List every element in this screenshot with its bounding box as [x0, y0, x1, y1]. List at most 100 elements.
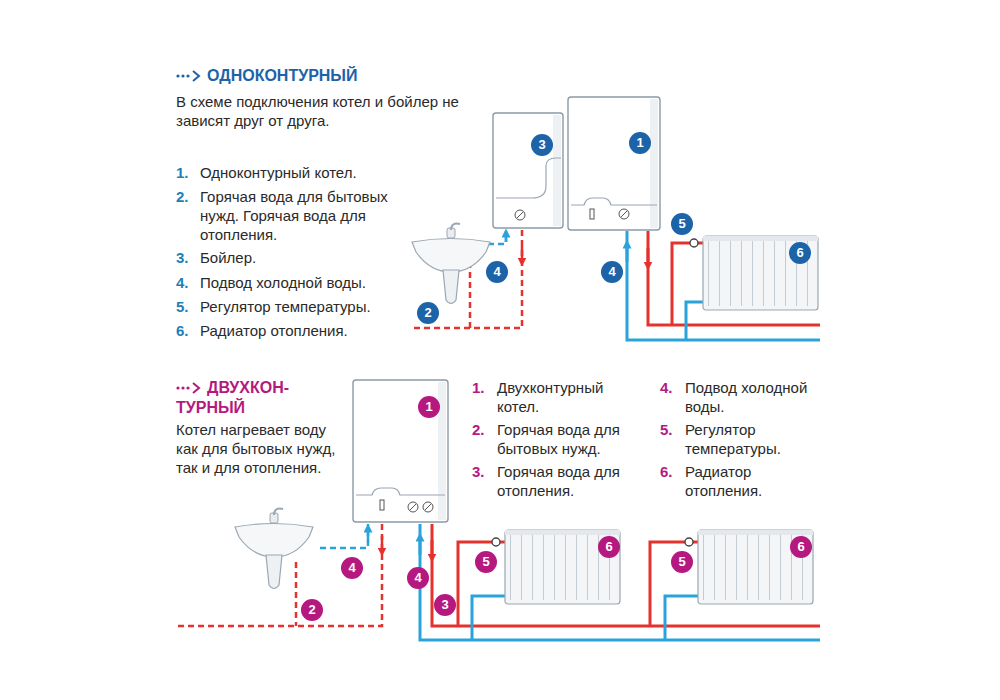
heating-pipe	[420, 524, 820, 640]
list-item: Одноконтурный котел.	[200, 163, 410, 182]
heating-pipe	[458, 542, 505, 626]
list-item: Горячая вода для бытовых нужд. Горячая в…	[200, 187, 410, 244]
list-number: 6.	[176, 321, 200, 340]
callout-number: 4	[341, 557, 363, 579]
flow-arrow	[381, 536, 384, 552]
list-number: 4.	[660, 378, 684, 397]
boiler	[496, 158, 561, 198]
callout-number: 4	[601, 261, 623, 283]
double-circuit-boiler	[380, 500, 384, 510]
list-number: 3.	[176, 248, 200, 267]
heating-pipe	[420, 524, 820, 640]
radiator	[703, 236, 818, 310]
double-circuit-boiler	[356, 488, 445, 495]
heating-pipe	[647, 248, 650, 266]
heating-pipe	[686, 302, 703, 340]
thermostat-valve	[492, 538, 693, 546]
heading-arrow	[176, 74, 179, 77]
heating-pipe	[472, 596, 505, 640]
callout-number: 2	[417, 302, 439, 324]
callout-number: 1	[418, 396, 440, 418]
double-circuit-boiler	[410, 504, 416, 510]
water-pipe	[320, 524, 368, 548]
heading-arrow	[176, 383, 199, 393]
heading-arrow	[193, 383, 199, 393]
double-circuit-boiler	[423, 502, 433, 512]
list-item: Подвод холодной воды.	[685, 378, 830, 416]
double-circuit-boiler	[353, 380, 448, 522]
thermostat-valve	[685, 538, 693, 546]
list-item: Подвод холодной воды.	[200, 273, 410, 292]
list-number: 1.	[472, 378, 496, 397]
heating-pipe	[432, 524, 820, 626]
callout-number: 5	[475, 551, 497, 573]
list-number: 2.	[176, 187, 200, 206]
heating-pipe	[627, 231, 820, 340]
boiler	[493, 113, 563, 228]
double-circuit-boiler	[408, 502, 418, 512]
list-item: Горячая вода для бытовых нужд.	[497, 420, 642, 458]
radiator	[505, 530, 813, 604]
sink	[412, 224, 490, 304]
list-item: Горячая вода для отопления.	[497, 462, 642, 500]
callout-number: 1	[629, 132, 651, 154]
description: В схеме подключения котел и бойлер не за…	[176, 92, 466, 130]
list-number: 2.	[472, 420, 496, 439]
heading-arrow	[176, 71, 199, 81]
single-circuit-boiler	[650, 99, 658, 228]
heading-arrow	[186, 386, 189, 389]
list-number: 1.	[176, 163, 200, 182]
heading-arrow	[181, 386, 184, 389]
sink	[412, 224, 490, 304]
heating-pipe	[648, 231, 820, 325]
section-heading: ОДНОКОНТУРНЫЙ	[176, 66, 436, 86]
callout-number: 4	[407, 567, 429, 589]
list-number: 4.	[176, 273, 200, 292]
radiator	[703, 236, 818, 310]
thermostat-valve	[492, 538, 500, 546]
heating-pipe	[627, 231, 820, 340]
flow-arrow	[521, 246, 524, 262]
sink	[235, 509, 313, 589]
boiler	[553, 115, 561, 226]
list-item: Бойлер.	[200, 248, 410, 267]
heating-pipe	[431, 540, 434, 558]
sink	[235, 509, 313, 589]
heading-arrow	[181, 74, 184, 77]
heating-pipe	[626, 244, 629, 262]
flow-arrow	[506, 233, 522, 262]
flow-arrow	[367, 528, 370, 542]
heading-arrow	[176, 386, 179, 389]
callout-number: 6	[598, 536, 620, 558]
single-circuit-boiler	[568, 97, 660, 230]
radiator	[698, 530, 813, 604]
single-circuit-boiler	[568, 97, 660, 230]
flow-arrow	[368, 528, 382, 552]
callout-number: 5	[671, 551, 693, 573]
double-circuit-boiler	[425, 504, 431, 510]
callout-number: 3	[434, 594, 456, 616]
single-circuit-boiler	[571, 198, 657, 205]
double-circuit-boiler	[353, 380, 448, 522]
thermostat-valve	[690, 239, 698, 247]
description: Котел нагревает воду как для бытовых нуж…	[176, 420, 348, 477]
list-number: 5.	[176, 297, 200, 316]
heating-pipe	[419, 537, 422, 555]
heading-arrow	[186, 74, 189, 77]
callout-number: 5	[671, 213, 693, 235]
water-pipe	[295, 562, 298, 626]
callout-number: 4	[486, 261, 508, 283]
boiler	[515, 210, 525, 220]
list-item: Двухконтурный котел.	[497, 378, 642, 416]
boiler	[493, 113, 563, 228]
heading-arrow	[193, 71, 199, 81]
water-pipe	[469, 262, 472, 328]
list-item: Радиатор отопления.	[200, 321, 410, 340]
list-number: 5.	[660, 420, 684, 439]
list-item: Регулятор температуры.	[200, 297, 410, 316]
boiler	[517, 212, 523, 218]
callout-number: 2	[301, 599, 323, 621]
callout-number: 3	[531, 134, 553, 156]
list-item: Радиатор отопления.	[685, 462, 830, 500]
